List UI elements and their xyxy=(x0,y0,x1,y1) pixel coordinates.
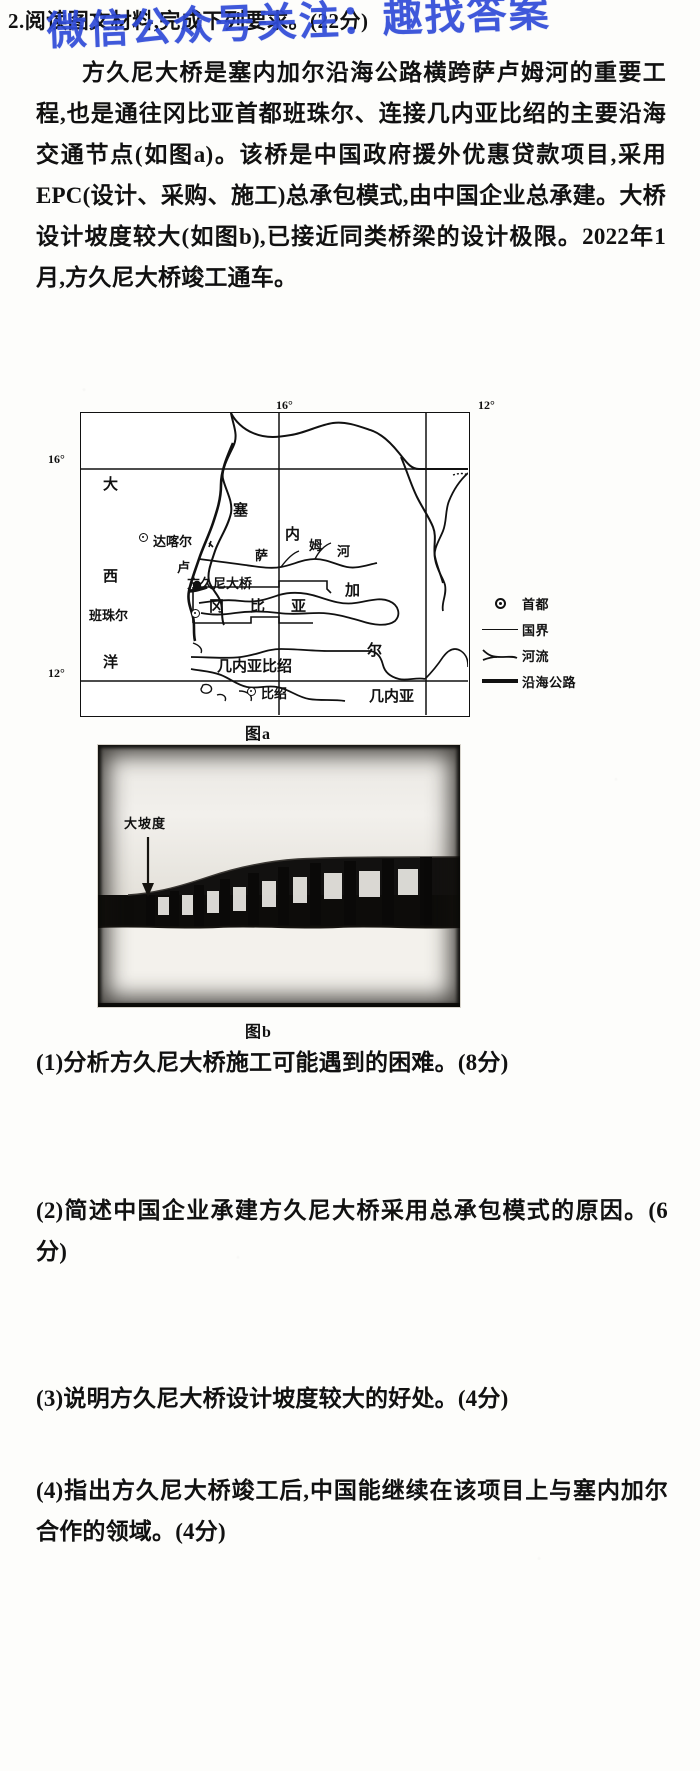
question-heading: 2.阅读图文材料,完成下列要求。(22分) xyxy=(8,9,369,33)
city-marker-bissau xyxy=(247,687,256,696)
bridge-photo-drawing xyxy=(98,837,460,1007)
map-label-senegal-jia: 加 xyxy=(345,583,361,599)
sub-question-1: (1)分析方久尼大桥施工可能遇到的困难。(8分) xyxy=(36,1050,509,1075)
question-stem: 方久尼大桥是塞内加尔沿海公路横跨萨卢姆河的重要工程,也是通往冈比亚首都班珠尔、连… xyxy=(36,60,666,290)
legend-label-coastal-road: 沿海公路 xyxy=(522,674,577,690)
map-label-senegal-sai: 塞 xyxy=(233,503,249,519)
legend-item-border: 国界 xyxy=(478,616,618,642)
legend-item-capital: 首都 xyxy=(478,590,618,616)
map-label-saloum-lu: 卢 xyxy=(177,560,191,575)
coastal-road-line-icon xyxy=(478,679,522,683)
map-label-bridge: 方久尼大桥 xyxy=(187,576,253,591)
figure-b-caption: 图b xyxy=(245,1024,272,1041)
map-label-guinea: 几内亚 xyxy=(369,689,415,705)
sub-question-3: (3)说明方久尼大桥设计坡度较大的好处。(4分) xyxy=(36,1386,509,1411)
latitude-label-16: 16° xyxy=(48,452,65,466)
map-label-atlantic-yang: 洋 xyxy=(103,655,119,671)
latitude-label-12: 12° xyxy=(48,666,65,680)
slope-annotation: 大坡度 xyxy=(124,816,167,831)
longitude-label-16: 16° xyxy=(276,398,293,412)
map-frame: 大 西 洋 塞 内 加 尔 达喀尔 方久尼大桥 班珠尔 冈比亚 几内亚比绍 比绍… xyxy=(80,412,470,717)
capital-marker-icon xyxy=(478,597,522,609)
legend-item-coastal-road: 沿海公路 xyxy=(478,668,618,694)
city-marker-dakar xyxy=(139,533,148,542)
river-line-icon xyxy=(478,648,522,662)
longitude-label-12: 12° xyxy=(478,398,495,412)
figure-b: 大坡度 xyxy=(98,745,460,1007)
map-label-saloum-mu: 姆 xyxy=(309,538,323,553)
border-line-icon xyxy=(478,628,522,630)
figure-a-caption: 图a xyxy=(245,726,272,743)
figure-a: 16° 12° 16° 12° xyxy=(48,398,620,734)
map-label-atlantic-xi: 西 xyxy=(103,569,119,585)
legend-item-river: 河流 xyxy=(478,642,618,668)
map-label-banjul: 班珠尔 xyxy=(89,608,129,623)
map-label-guinea-bissau: 几内亚比绍 xyxy=(217,659,293,675)
legend-label-capital: 首都 xyxy=(522,596,550,612)
map-label-dakar: 达喀尔 xyxy=(153,534,193,549)
legend-label-border: 国界 xyxy=(522,622,550,638)
map-label-saloum-sa: 萨 xyxy=(255,548,269,563)
sub-question-2: (2)简述中国企业承建方久尼大桥采用总承包模式的原因。(6分) xyxy=(36,1198,668,1264)
map-legend: 首都 国界 河流 沿海公路 xyxy=(478,590,618,694)
sub-question-4: (4)指出方久尼大桥竣工后,中国能继续在该项目上与塞内加尔合作的领域。(4分) xyxy=(36,1478,668,1544)
map-label-bissau: 比绍 xyxy=(261,686,288,701)
map-label-gambia: 冈比亚 xyxy=(209,599,333,615)
map-drawing xyxy=(81,413,468,715)
map-label-senegal-er: 尔 xyxy=(367,643,383,659)
city-marker-banjul xyxy=(191,609,200,618)
legend-label-river: 河流 xyxy=(522,648,550,664)
map-label-saloum-he: 河 xyxy=(337,544,351,559)
map-label-atlantic-da: 大 xyxy=(103,477,119,493)
map-label-senegal-nei: 内 xyxy=(285,527,301,543)
